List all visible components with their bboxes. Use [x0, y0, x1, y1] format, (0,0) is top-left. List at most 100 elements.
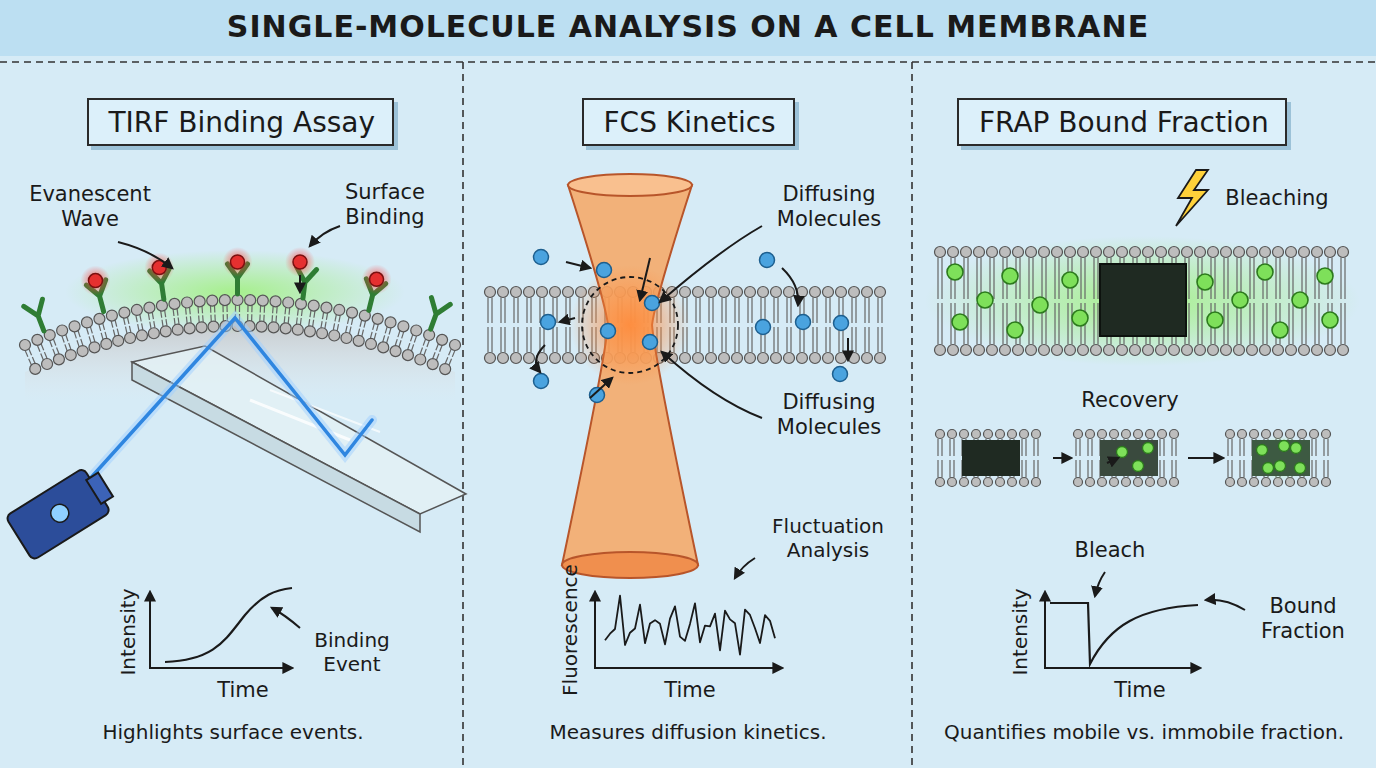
recovery-bilayer — [936, 430, 1331, 487]
lipid-bilayer — [1117, 345, 1128, 356]
recovery-region — [962, 440, 1020, 476]
callout-label: Time — [203, 678, 283, 703]
fluorescent-molecule — [952, 314, 968, 330]
recovery-region — [1250, 436, 1312, 480]
lipid-bilayer — [321, 302, 332, 313]
recovery-bilayer — [1171, 439, 1172, 457]
laser-beam — [78, 318, 372, 492]
lipid-bilayer — [189, 307, 191, 314]
lipid-bilayer — [127, 317, 129, 324]
leader-arrow — [640, 258, 650, 300]
recovery-region — [1252, 440, 1310, 476]
fluorescent-molecule — [1275, 461, 1286, 472]
lipid-bilayer — [862, 287, 873, 298]
lipid-bilayer — [50, 340, 52, 347]
lipid-bilayer — [989, 303, 990, 345]
molecule — [534, 374, 549, 389]
lipid-bilayer — [487, 298, 488, 324]
leader-arrow — [590, 378, 612, 398]
lipid-bilayer — [353, 335, 364, 346]
lipid-bilayer — [747, 327, 748, 353]
lipid-bilayer — [364, 321, 366, 328]
lipid-bilayer — [268, 322, 279, 333]
lipid-bilayer — [154, 321, 155, 328]
recovery-bilayer — [1322, 430, 1331, 439]
heading-text: FCS Kinetics — [604, 106, 773, 140]
recovery-bilayer — [984, 430, 993, 439]
lipid-bilayer — [93, 335, 95, 342]
lipid-bilayer — [758, 287, 769, 298]
lipid-bilayer — [270, 296, 281, 307]
lipid-bilayer — [449, 359, 452, 365]
lipid-bilayer — [87, 328, 89, 335]
lipid-bilayer — [745, 353, 756, 364]
lipid-bilayer — [812, 327, 813, 353]
lipid-bilayer — [1054, 303, 1055, 345]
lipid-bilayer — [196, 322, 207, 333]
recovery-bilayer — [984, 478, 993, 487]
lipid-bilayer — [1169, 247, 1180, 258]
lipid-bilayer — [868, 327, 869, 353]
lipid-bilayer — [1227, 303, 1228, 345]
lipid-bilayer — [556, 298, 557, 324]
lipid-bilayer — [823, 287, 834, 298]
lipid-bilayer — [239, 305, 240, 312]
lipid-bilayer — [297, 309, 299, 316]
lipid-bilayer — [974, 247, 985, 258]
leader-arrow — [1206, 600, 1245, 610]
axis-label: Intensity — [1008, 588, 1032, 675]
recovery-bilayer — [953, 460, 954, 478]
lipid-bilayer — [491, 327, 492, 353]
lipid-bilayer — [747, 298, 748, 324]
lipid-bilayer — [65, 350, 76, 361]
lipid-bilayer — [734, 327, 735, 353]
lipid-bilayer — [125, 327, 127, 334]
lipid-bilayer — [44, 352, 47, 358]
lipid-bilayer — [333, 323, 334, 330]
molecule — [541, 315, 556, 330]
lipid-bilayer — [829, 327, 830, 353]
lipid-bilayer — [1026, 247, 1037, 258]
lipid-bilayer — [377, 324, 379, 331]
lipid-bilayer — [849, 353, 860, 364]
lipid-bilayer — [1045, 258, 1046, 300]
graph-axes — [1045, 592, 1200, 668]
callout-label: Fluctuation Analysis — [752, 514, 904, 562]
recovery-bilayer — [1008, 478, 1017, 487]
lipid-bilayer — [498, 287, 509, 298]
lipid-bilayer — [276, 307, 278, 314]
lipid-bilayer — [967, 258, 968, 300]
lipid-bilayer — [117, 329, 119, 336]
lipid-bilayer — [524, 287, 535, 298]
lipid-bilayer — [732, 287, 743, 298]
recovery-bilayer — [1227, 460, 1228, 478]
lipid-bilayer — [948, 247, 959, 258]
receptor — [370, 272, 384, 286]
lipid-bilayer — [113, 335, 124, 346]
lipid-bilayer — [365, 338, 376, 349]
lipid-bilayer — [1266, 303, 1267, 345]
fluorescent-molecule — [1295, 463, 1306, 474]
lipid-bilayer — [537, 287, 548, 298]
focus-beam — [568, 174, 692, 196]
lipid-bilayer — [1299, 345, 1310, 356]
lipid-bilayer — [295, 298, 306, 309]
membrane-glow — [925, 236, 1360, 366]
focus-beam — [562, 185, 698, 565]
callout-label: Time — [650, 678, 730, 703]
lipid-bilayer — [517, 298, 518, 324]
recovery-bilayer — [1158, 478, 1167, 487]
lipid-bilayer — [1260, 247, 1271, 258]
lipid-bilayer — [1318, 303, 1319, 345]
lipid-bilayer — [790, 327, 791, 353]
lipid-bilayer — [976, 303, 977, 345]
laser-source — [86, 473, 113, 504]
lipid-bilayer — [351, 318, 352, 325]
lipid-bilayer — [53, 339, 55, 346]
lipid-bilayer — [389, 328, 391, 335]
lipid-bilayer — [1156, 345, 1167, 356]
lipid-bilayer — [771, 353, 782, 364]
lipid-bilayer — [1312, 247, 1323, 258]
lipid-bilayer — [511, 353, 522, 364]
recovery-bilayer — [1091, 439, 1092, 457]
